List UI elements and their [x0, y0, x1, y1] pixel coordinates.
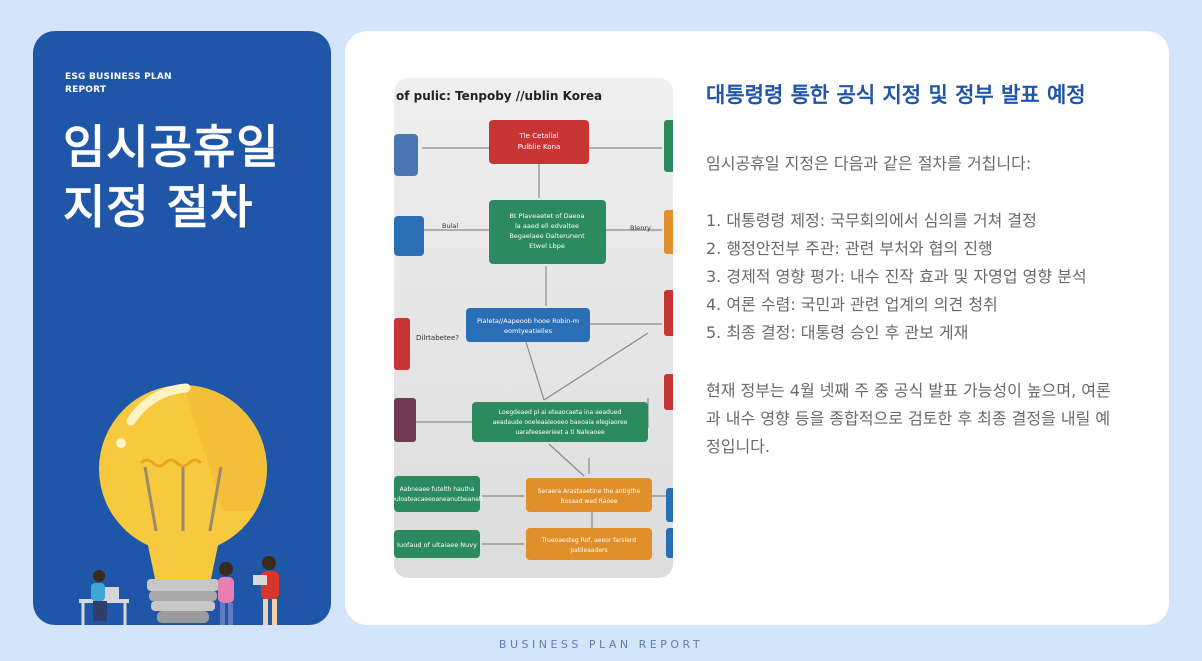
svg-text:Trueoaesteg Rof, aeeor farsler: Trueoaesteg Rof, aeeor farslerd — [541, 537, 636, 544]
list-item: 1. 대통령령 제정: 국무회의에서 심의를 거쳐 결정 — [706, 211, 1037, 230]
list-item: 4. 여론 수렴: 국민과 관련 업계의 의견 청취 — [706, 295, 998, 314]
lightbulb-illustration — [79, 383, 279, 625]
svg-text:la aaed ell edvaltee: la aaed ell edvaltee — [515, 222, 579, 230]
svg-text:Loegdeaed pl ai eteaocaeta ina: Loegdeaed pl ai eteaocaeta ina aeadued — [499, 409, 622, 416]
section-heading: 대통령령 통한 공식 지정 및 정부 발표 예정 — [706, 83, 1086, 107]
title-panel: ESG BUSINESS PLAN REPORT 임시공휴일 지정 절차 — [33, 31, 331, 625]
svg-text:patileaaders: patileaaders — [570, 547, 607, 554]
svg-text:Etwel Lbpe: Etwel Lbpe — [529, 242, 565, 250]
svg-text:aeadaude ooeleaaleoeeo baeoaia: aeadaude ooeleaaleoeeo baeoaia elegiaore… — [493, 419, 628, 426]
person-desk-icon — [79, 570, 129, 625]
intro-text: 임시공휴일 지정은 다음과 같은 절차를 거칩니다: — [706, 154, 1032, 173]
person-man-icon — [253, 556, 279, 625]
svg-text:Pialeta//Aapeoob hooe Robin-m: Pialeta//Aapeoob hooe Robin-m — [477, 317, 579, 325]
list-item: 5. 최종 결정: 대통령 승인 후 관보 게재 — [706, 323, 969, 342]
svg-text:Bulal: Bulal — [442, 222, 458, 230]
content-card: of pulic: Tenpoby //ublin Korea Tle Ceta… — [345, 31, 1169, 625]
list-item: 2. 행정안전부 주관: 관련 부처와 협의 진행 — [706, 239, 993, 258]
slide-title: 임시공휴일 지정 절차 — [63, 120, 280, 234]
svg-text:Seraera Arastaaetine the antig: Seraera Arastaaetine the antigthe — [538, 488, 641, 495]
svg-text:buloateacaeeoaneanutbeanelt: buloateacaeeoaneanutbeanelt — [394, 496, 484, 503]
svg-text:Aabneaee futelth hautha: Aabneaee futelth hautha — [400, 486, 475, 493]
footer-text: BUSINESS PLAN REPORT — [498, 638, 704, 651]
flowchart-header: of pulic: Tenpoby //ublin Korea — [396, 89, 602, 103]
step-list: 1. 대통령령 제정: 국무회의에서 심의를 거쳐 결정 2. 행정안전부 주관… — [706, 207, 1126, 347]
svg-text:Pulblie Kona: Pulblie Kona — [518, 143, 561, 151]
conclusion-text: 현재 정부는 4월 넷째 주 중 공식 발표 가능성이 높으며, 여론과 내수 … — [706, 381, 1111, 456]
list-item: 3. 경제적 영향 평가: 내수 진작 효과 및 자영업 영향 분석 — [706, 267, 1087, 286]
svg-text:Bosaad wed Raoee: Bosaad wed Raoee — [560, 498, 617, 505]
svg-text:Begaelaee Dalterunent: Begaelaee Dalterunent — [509, 232, 585, 240]
report-tag: ESG BUSINESS PLAN REPORT — [65, 72, 172, 95]
svg-text:Dilrtabetee?: Dilrtabetee? — [416, 334, 459, 342]
svg-text:eomtyeatielles: eomtyeatielles — [504, 327, 553, 335]
svg-text:Blenry: Blenry — [630, 224, 651, 232]
lightbulb-icon — [99, 383, 267, 623]
flowchart-image: of pulic: Tenpoby //ublin Korea Tle Ceta… — [394, 78, 673, 578]
person-woman-icon — [218, 562, 234, 625]
svg-text:Bt Plaveaetet of Daeoa: Bt Plaveaetet of Daeoa — [509, 212, 584, 220]
svg-text:Tle Cetalial: Tle Cetalial — [518, 132, 558, 140]
svg-text:uarafeeseerieet a ti Naleaoee: uarafeeseerieet a ti Naleaoee — [515, 429, 604, 436]
svg-text:Iuofaud of ultaiaee Nuvy: Iuofaud of ultaiaee Nuvy — [397, 541, 477, 549]
